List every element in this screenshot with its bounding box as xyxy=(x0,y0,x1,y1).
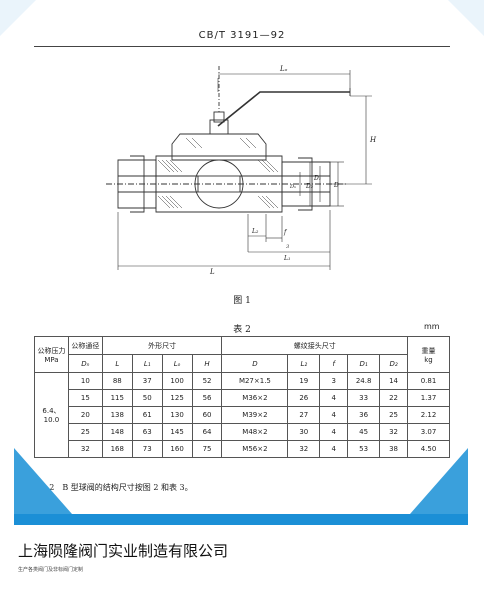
header-h: H xyxy=(191,354,223,373)
header-weight: 重量 kg xyxy=(407,336,450,373)
handle-lever xyxy=(217,91,350,127)
label-d2: D₂ xyxy=(305,183,314,190)
blue-band xyxy=(14,514,468,525)
label-d1: D₁ xyxy=(313,175,321,182)
header-l: L xyxy=(101,354,133,373)
pressure-value: 6.4、10.0 xyxy=(34,372,69,458)
table-title: 表 2 xyxy=(233,325,251,335)
header-l1: L₁ xyxy=(131,354,163,373)
corner-decoration-left xyxy=(0,0,36,36)
header-pressure: 公称压力 MPa xyxy=(34,336,69,373)
label-l1: L₁ xyxy=(283,255,290,262)
triangle-decoration-right xyxy=(410,448,468,514)
label-l: L xyxy=(209,268,215,276)
figure-caption: 图 1 xyxy=(233,296,251,306)
company-name: 上海陨隆阀门实业制造有限公司 xyxy=(18,542,229,560)
header-d1: D₁ xyxy=(347,354,381,373)
label-d: D xyxy=(333,182,339,189)
table-row: 20 138 61 130 60 M39×2 27 4 36 25 2.12 xyxy=(35,406,450,424)
label-h: H xyxy=(369,136,377,144)
label-three: 3 xyxy=(286,244,289,250)
corner-decoration-right xyxy=(448,0,484,36)
header-lo: Lₒ xyxy=(161,354,193,373)
header-diameter: 公称通径 xyxy=(67,336,103,355)
header-outline: 外形尺寸 xyxy=(101,336,223,355)
triangle-decoration-left xyxy=(14,448,72,514)
ball-valve-drawing: Lₒ H D₂ D₁ D Dₙ f 3 L₂ L₁ L xyxy=(106,65,377,276)
label-l2: L₂ xyxy=(251,228,259,235)
spec-table: 公称压力 MPa 公称通径 外形尺寸 螺纹接头尺寸 重量 kg Dₙ L L₁ … xyxy=(34,336,450,458)
header-dn: Dₙ xyxy=(67,354,103,373)
company-tagline: 生产各类阀门及非标阀门定制 xyxy=(18,567,84,573)
table-row: 32 168 73 160 75 M56×2 32 4 53 38 4.50 xyxy=(35,440,450,458)
table-row: 15 115 50 125 56 M36×2 26 4 33 22 1.37 xyxy=(35,389,450,407)
header-rule xyxy=(34,46,450,47)
label-lo: Lₒ xyxy=(279,65,288,73)
header-thread: 螺纹接头尺寸 xyxy=(221,336,409,355)
table-row: 25 148 63 145 64 M48×2 30 4 45 32 3.07 xyxy=(35,423,450,441)
table-unit: mm xyxy=(424,322,440,331)
section-note: 3.3.2 B 型球阀的结构尺寸按图 2 和表 3。 xyxy=(34,483,193,492)
header-l2: L₂ xyxy=(287,354,321,373)
header-d2: D₂ xyxy=(379,354,409,373)
header-f: f xyxy=(319,354,349,373)
standard-number: CB/T 3191—92 xyxy=(198,30,286,41)
label-dn: Dₙ xyxy=(289,184,296,190)
header-d: D xyxy=(221,354,289,373)
label-f: f xyxy=(283,229,288,236)
table-row: 6.4、10.0 10 88 37 100 52 M27×1.5 19 3 24… xyxy=(34,372,450,458)
